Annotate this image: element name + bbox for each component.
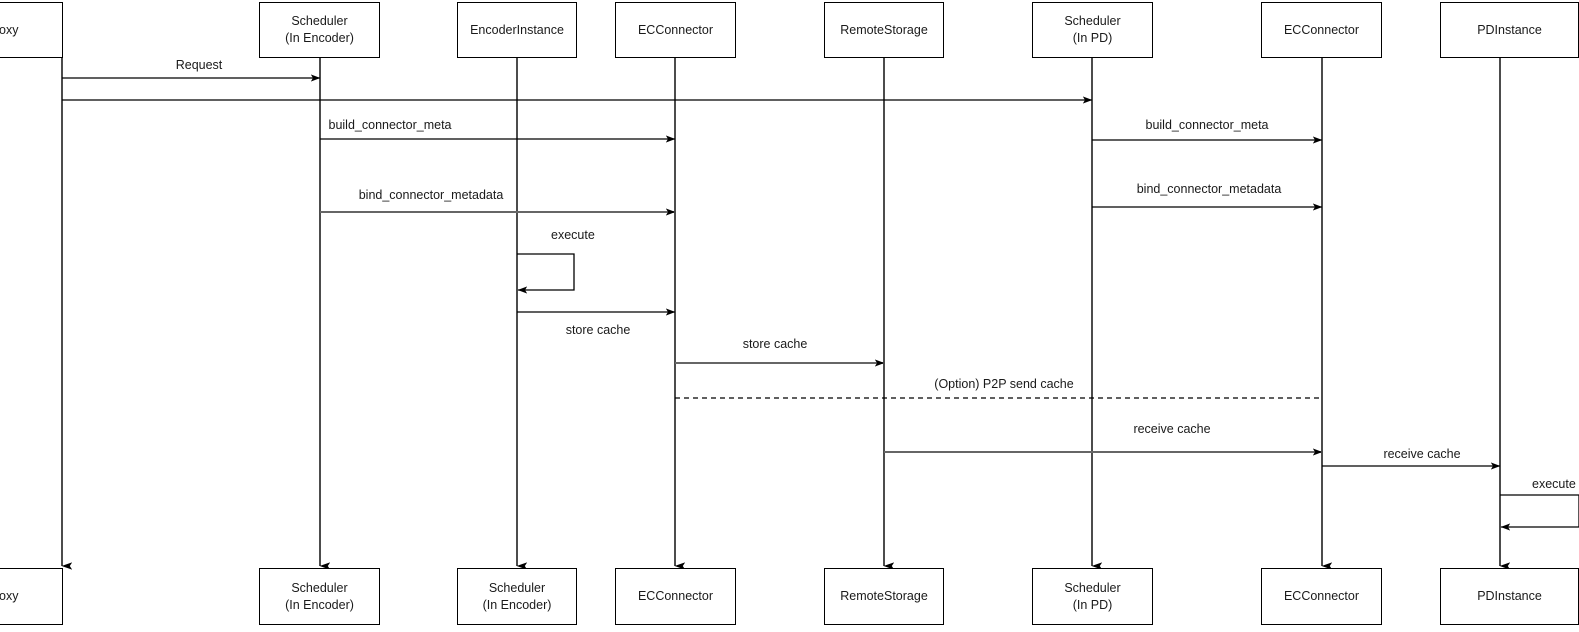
participant-label-primary: PDInstance bbox=[1477, 22, 1542, 37]
participant-label-secondary: (In Encoder) bbox=[285, 31, 354, 45]
participant-label-primary: ECConnector bbox=[1283, 22, 1360, 37]
message-label-m9: (Option) P2P send cache bbox=[934, 377, 1074, 391]
message-label-m3: build_connector_meta bbox=[328, 118, 452, 132]
participant-box-bottom-ecc_left[interactable]: ECConnector bbox=[615, 568, 736, 625]
message-label-m11: receive cache bbox=[1383, 447, 1461, 461]
message-label-m5: bind_connector_metadata bbox=[358, 188, 504, 202]
self-message-label-s2: execute bbox=[1532, 477, 1576, 491]
self-message-label-s1: execute bbox=[551, 228, 595, 242]
message-label-m8: store cache bbox=[742, 337, 808, 351]
participant-label-primary: RemoteStorage bbox=[840, 589, 928, 604]
participant-label-primary: Proxy bbox=[0, 22, 19, 37]
participant-label-secondary: (In PD) bbox=[1072, 31, 1113, 45]
message-label-m7: store cache bbox=[565, 323, 631, 337]
message-label-m6: bind_connector_metadata bbox=[1136, 182, 1282, 196]
participant-box-bottom-sched_pd[interactable]: Scheduler (In PD) bbox=[1032, 568, 1153, 625]
participant-box-bottom-remote[interactable]: RemoteStorage bbox=[824, 568, 944, 625]
participant-label-secondary: (In PD) bbox=[1072, 597, 1113, 612]
participant-label-secondary: (In Encoder) bbox=[482, 597, 552, 612]
participant-label-primary: ECConnector bbox=[637, 589, 714, 604]
participant-label-primary: Scheduler bbox=[1064, 580, 1121, 595]
participant-box-top-encoder_inst[interactable]: EncoderInstance bbox=[457, 2, 577, 58]
self-messages-group bbox=[517, 253, 1579, 531]
participant-label-primary: Scheduler bbox=[488, 580, 546, 595]
participant-box-top-pd_inst[interactable]: PDInstance bbox=[1440, 2, 1579, 58]
participant-box-bottom-proxy[interactable]: Proxy bbox=[0, 568, 63, 625]
participant-label-primary: Proxy bbox=[0, 589, 19, 604]
participant-label-primary: Scheduler bbox=[291, 14, 348, 29]
participant-box-bottom-ecc_right[interactable]: ECConnector bbox=[1261, 568, 1382, 625]
participant-label-primary: Scheduler bbox=[1064, 14, 1121, 29]
self-message-s2[interactable] bbox=[1500, 494, 1579, 531]
messages-group bbox=[62, 74, 1501, 470]
participant-box-bottom-pd_inst[interactable]: PDInstance bbox=[1440, 568, 1579, 625]
participant-box-top-sched_enc[interactable]: Scheduler (In Encoder) bbox=[259, 2, 380, 58]
participant-box-top-ecc_left[interactable]: ECConnector bbox=[615, 2, 736, 58]
participant-label-secondary: (In Encoder) bbox=[285, 597, 354, 612]
participant-box-top-remote[interactable]: RemoteStorage bbox=[824, 2, 944, 58]
participant-label-primary: EncoderInstance bbox=[470, 22, 564, 37]
message-label-m4: build_connector_meta bbox=[1145, 118, 1269, 132]
participant-box-bottom-sched_enc[interactable]: Scheduler (In Encoder) bbox=[259, 568, 380, 625]
participant-box-top-sched_pd[interactable]: Scheduler (In PD) bbox=[1032, 2, 1153, 58]
participant-label-primary: Scheduler bbox=[291, 580, 348, 595]
participant-box-top-proxy[interactable]: Proxy bbox=[0, 2, 63, 58]
participant-label-primary: PDInstance bbox=[1477, 589, 1542, 604]
participant-label-primary: ECConnector bbox=[637, 22, 714, 37]
participant-label-primary: ECConnector bbox=[1283, 589, 1360, 604]
self-message-s1[interactable] bbox=[517, 253, 575, 294]
message-label-m1: Request bbox=[175, 58, 223, 72]
message-label-m10: receive cache bbox=[1133, 422, 1211, 436]
lifelines-group bbox=[61, 58, 1511, 570]
participant-box-bottom-encoder_inst[interactable]: Scheduler (In Encoder) bbox=[457, 568, 577, 625]
participant-box-top-ecc_right[interactable]: ECConnector bbox=[1261, 2, 1382, 58]
participant-label-primary: RemoteStorage bbox=[840, 22, 928, 37]
